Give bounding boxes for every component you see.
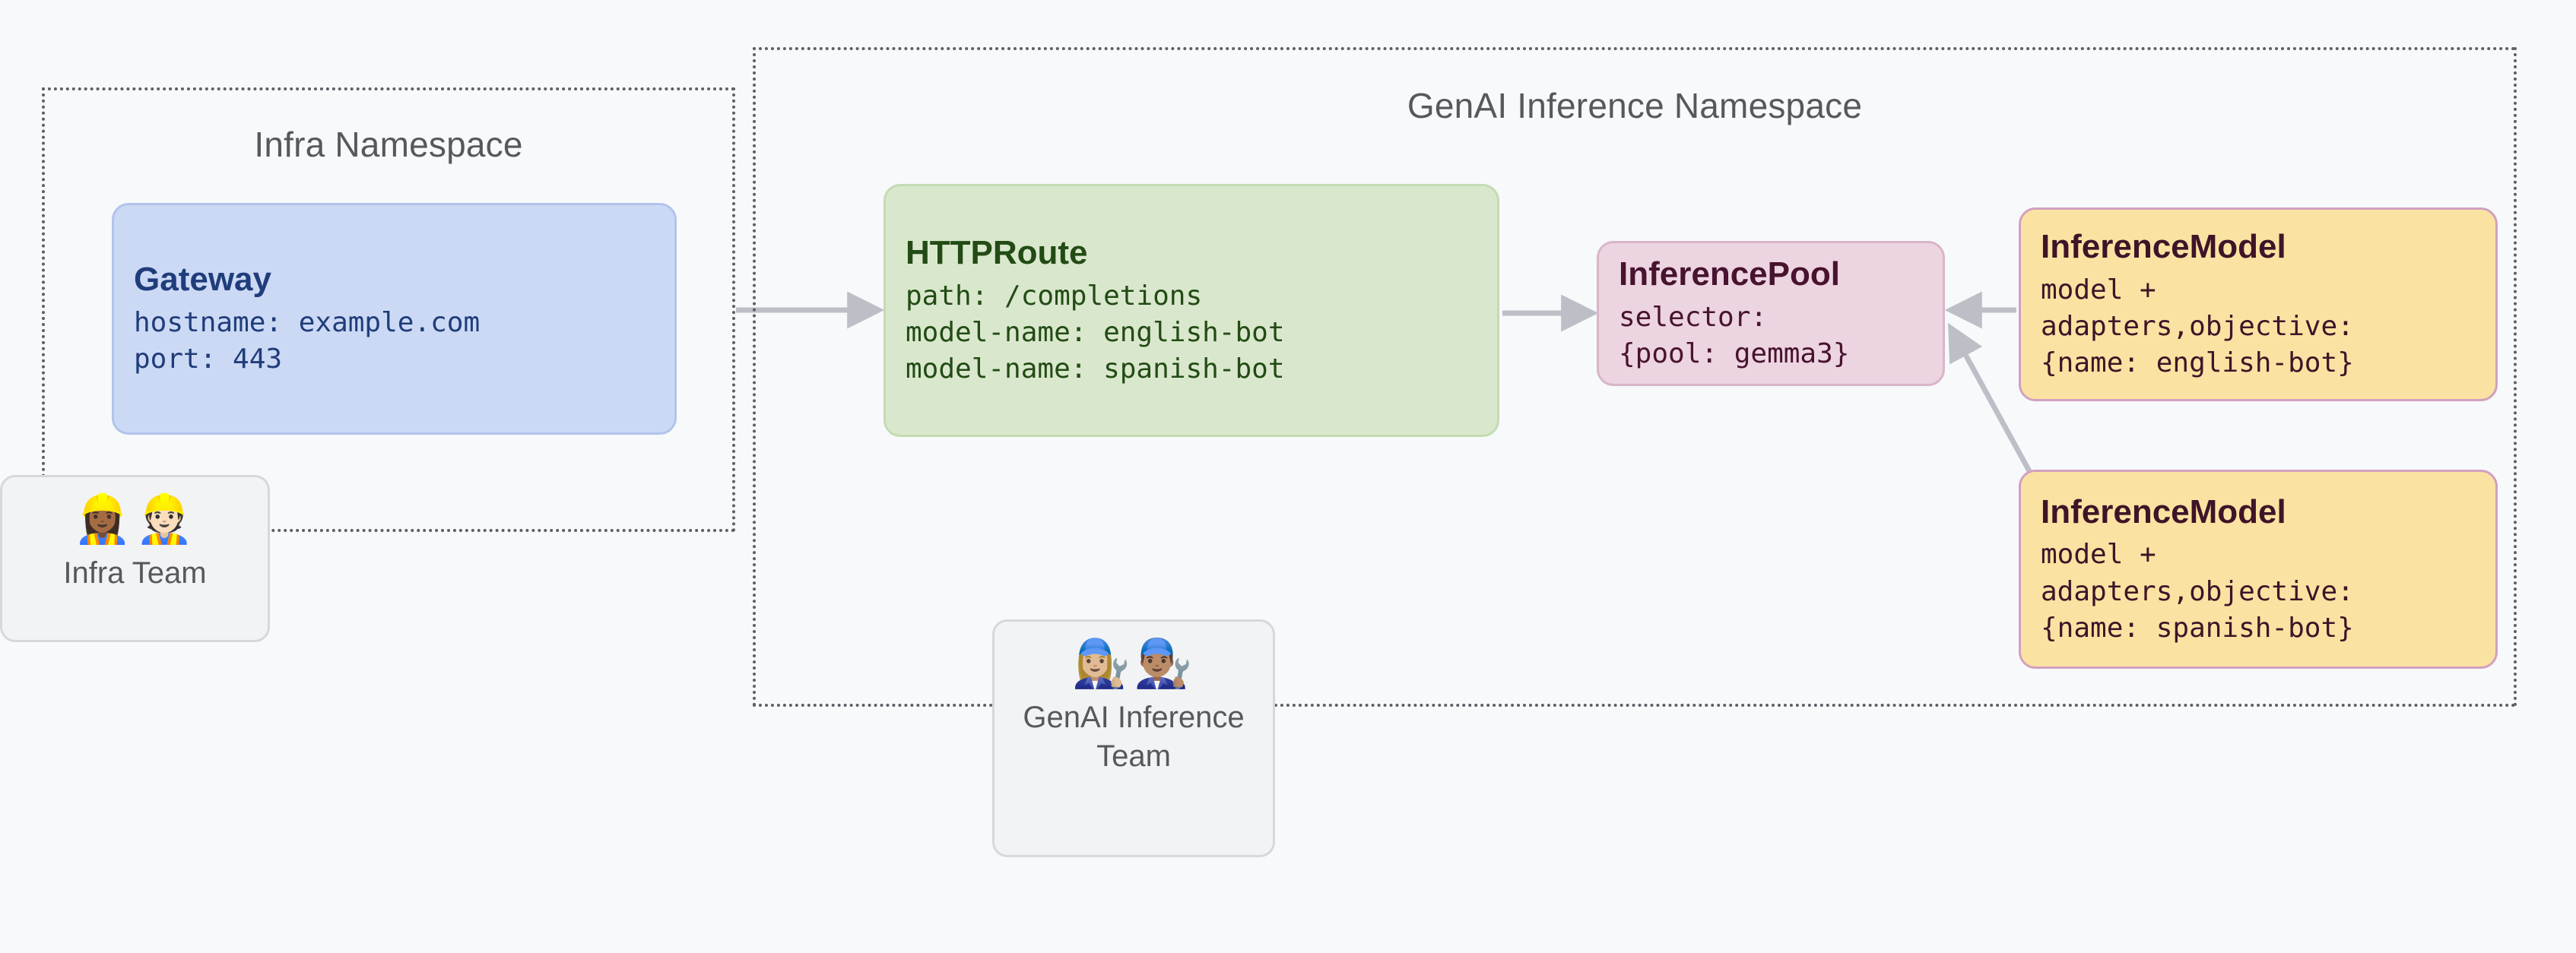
resource-card-inferencepool[interactable]: InferencePool selector: {pool: gemma3} [1597,241,1945,386]
inferencemodel-english-title: InferenceModel [2041,228,2286,266]
httproute-title: HTTPRoute [906,234,1088,272]
namespace-title-infra: Infra Namespace [254,125,523,164]
resource-card-inferencemodel-english[interactable]: InferenceModel model + adapters,objectiv… [2019,207,2498,401]
mechanic-icon-group: 👩🏼‍🔧👨🏽‍🔧 [1071,635,1196,691]
inferencemodel-english-spec: model + adapters,objective: {name: engli… [2041,274,2354,379]
inferencepool-spec: selector: {pool: gemma3} [1619,302,1850,370]
team-label-genai-inference: GenAI Inference Team [1023,701,1245,774]
resource-card-inferencemodel-spanish[interactable]: InferenceModel model + adapters,objectiv… [2019,470,2498,669]
team-badge-genai-inference[interactable]: 👩🏼‍🔧👨🏽‍🔧 GenAI Inference Team [992,619,1275,857]
namespace-frame-genai [753,47,2517,707]
inferencemodel-spanish-spec: model + adapters,objective: {name: spani… [2041,539,2354,644]
namespace-title-genai: GenAI Inference Namespace [1407,86,1863,125]
resource-card-httproute[interactable]: HTTPRoute path: /completions model-name:… [884,184,1499,437]
resource-card-gateway[interactable]: Gateway hostname: example.com port: 443 [112,203,677,435]
gateway-spec: hostname: example.com port: 443 [134,307,481,375]
namespace-frame-infra [42,87,735,532]
httproute-spec: path: /completions model-name: english-b… [906,280,1285,385]
inferencepool-title: InferencePool [1619,255,1840,293]
inferencemodel-spanish-title: InferenceModel [2041,492,2286,530]
team-badge-infra[interactable]: 👷🏾‍♀️👷🏻 Infra Team [0,475,270,642]
gateway-title: Gateway [134,261,271,299]
team-label-infra: Infra Team [63,556,207,590]
construction-worker-icon-group: 👷🏾‍♀️👷🏻 [73,491,197,546]
